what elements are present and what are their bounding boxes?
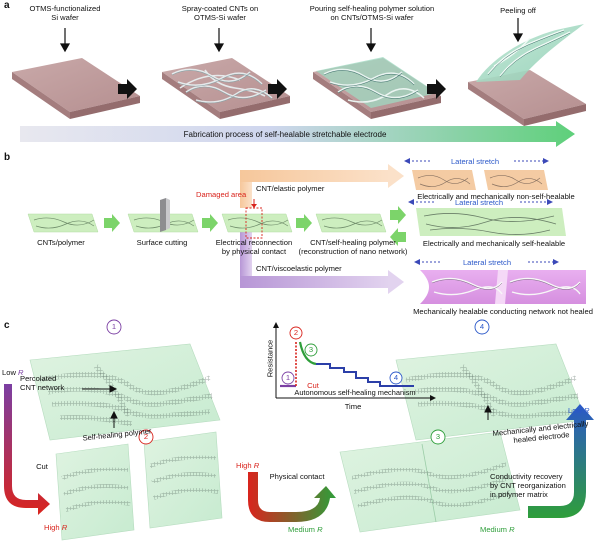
medium-r-label-mid: Medium R (288, 525, 338, 534)
low-r-label-right: Low R (568, 406, 600, 415)
process-arrows (118, 79, 446, 99)
circle-2-big: 2 (143, 432, 149, 441)
outcome-top-films (412, 170, 548, 190)
branch-top-elastic (240, 164, 404, 208)
low-r-prefix-left: Low (2, 368, 19, 377)
wafer-3 (313, 57, 441, 119)
pointer-arrows (82, 385, 492, 428)
step-circles (106, 319, 490, 445)
panel-a-letter: a (4, 0, 10, 11)
outcome-top-label: Electrically and mechanically non-self-h… (417, 192, 575, 201)
branch-top-label: CNT/elastic polymer (256, 184, 325, 193)
fabrication-banner-arrow (20, 121, 575, 147)
lateral-stretch-arrows (408, 160, 554, 263)
panel-b-letter: b (4, 152, 11, 163)
conductivity-recovery-label: Conductivity recovery by CNT reorganizat… (490, 472, 566, 499)
low-r-label-left: Low R (2, 368, 42, 377)
high-r-prefix-left: High (44, 523, 62, 532)
lateral-stretch-label-mid: Lateral stretch (454, 198, 504, 207)
graph-circle-1: 1 (285, 373, 291, 382)
step-b4-label: CNT/self-healing polymer (reconstruction… (298, 238, 408, 256)
medium-r-prefix-right: Medium (480, 525, 510, 534)
graph-cut-label: Cut (307, 381, 319, 390)
film-1 (29, 343, 221, 441)
circle-4-big: 4 (479, 322, 485, 331)
lateral-stretch-label-top: Lateral stretch (450, 157, 500, 166)
wafer-1 (12, 58, 140, 119)
r-symbol-low-left: R (18, 368, 24, 377)
step-b2-label: Surface cutting (136, 238, 188, 247)
branch-bottom-viscoelastic (240, 232, 404, 294)
step-a4-label: Peeling off (500, 6, 536, 15)
circle-3-big: 3 (435, 432, 441, 441)
r-symbol-medium-right: R (509, 525, 515, 534)
high-r-prefix-mid: High (236, 461, 254, 470)
high-to-medium-arrow (248, 472, 336, 522)
wafer-2 (162, 58, 290, 119)
outcome-bottom-film (420, 270, 586, 304)
panel-c-letter: c (4, 320, 10, 331)
outcome-mid-film (416, 208, 566, 236)
damaged-area-label: Damaged area (196, 190, 247, 199)
step-a2-label: Spray-coated CNTs on OTMS-Si wafer (181, 4, 259, 22)
film-2-right (143, 431, 223, 529)
graph-circle-2: 2 (293, 328, 299, 337)
r-symbol-high-left: R (61, 523, 68, 532)
graph-ylabel: Resistance (265, 339, 275, 378)
outcome-mid-label: Electrically and mechanically self-heala… (422, 239, 566, 248)
film-3 (339, 431, 521, 533)
step-b1-label: CNTs/polymer (37, 238, 85, 247)
percolated-cnt-label: Percolated CNT network (20, 374, 65, 392)
lateral-stretch-label-bottom: Lateral stretch (462, 258, 512, 267)
wafer-4 (468, 24, 586, 126)
fabrication-banner-text: Fabrication process of self-healable str… (183, 130, 387, 139)
graph-caption: Autonomous self-healing mechanism (294, 388, 416, 397)
step-b3-label: Electrical reconnection by physical cont… (215, 238, 293, 256)
r-symbol-high-mid: R (253, 461, 260, 470)
strip-films (27, 213, 387, 233)
green-step-arrows (104, 206, 406, 246)
medium-r-prefix-mid: Medium (288, 525, 318, 534)
medium-to-low-arrow (528, 404, 594, 518)
branch-bottom-label: CNT/viscoelastic polymer (256, 264, 342, 273)
outcome-bottom-label: Mechanically healable conducting network… (413, 307, 593, 316)
graph-xlabel: Time (344, 402, 362, 411)
r-symbol-low-right: R (584, 406, 590, 415)
step-a3-label: Pouring self-healing polymer solution on… (309, 4, 435, 22)
medium-r-label-right: Medium R (480, 525, 530, 534)
resistance-graph (273, 322, 436, 401)
r-symbol-medium-mid: R (317, 525, 323, 534)
circle-1-big: 1 (111, 322, 117, 331)
low-r-prefix-right: Low (568, 406, 585, 415)
cut-label: Cut (36, 462, 48, 471)
physical-contact-label: Physical contact (269, 472, 325, 481)
low-to-high-arrow (4, 384, 50, 515)
step-a1-label: OTMS-functionalized Si wafer (29, 4, 101, 22)
film-4 (395, 343, 587, 441)
graph-circle-4: 4 (393, 373, 399, 382)
film-2-left (55, 443, 135, 541)
step-arrows (59, 18, 524, 53)
high-r-label-left: High R (44, 523, 84, 532)
graph-circle-3: 3 (308, 345, 314, 354)
cutting-blade (160, 198, 170, 232)
high-r-label-mid: High R (236, 461, 276, 470)
